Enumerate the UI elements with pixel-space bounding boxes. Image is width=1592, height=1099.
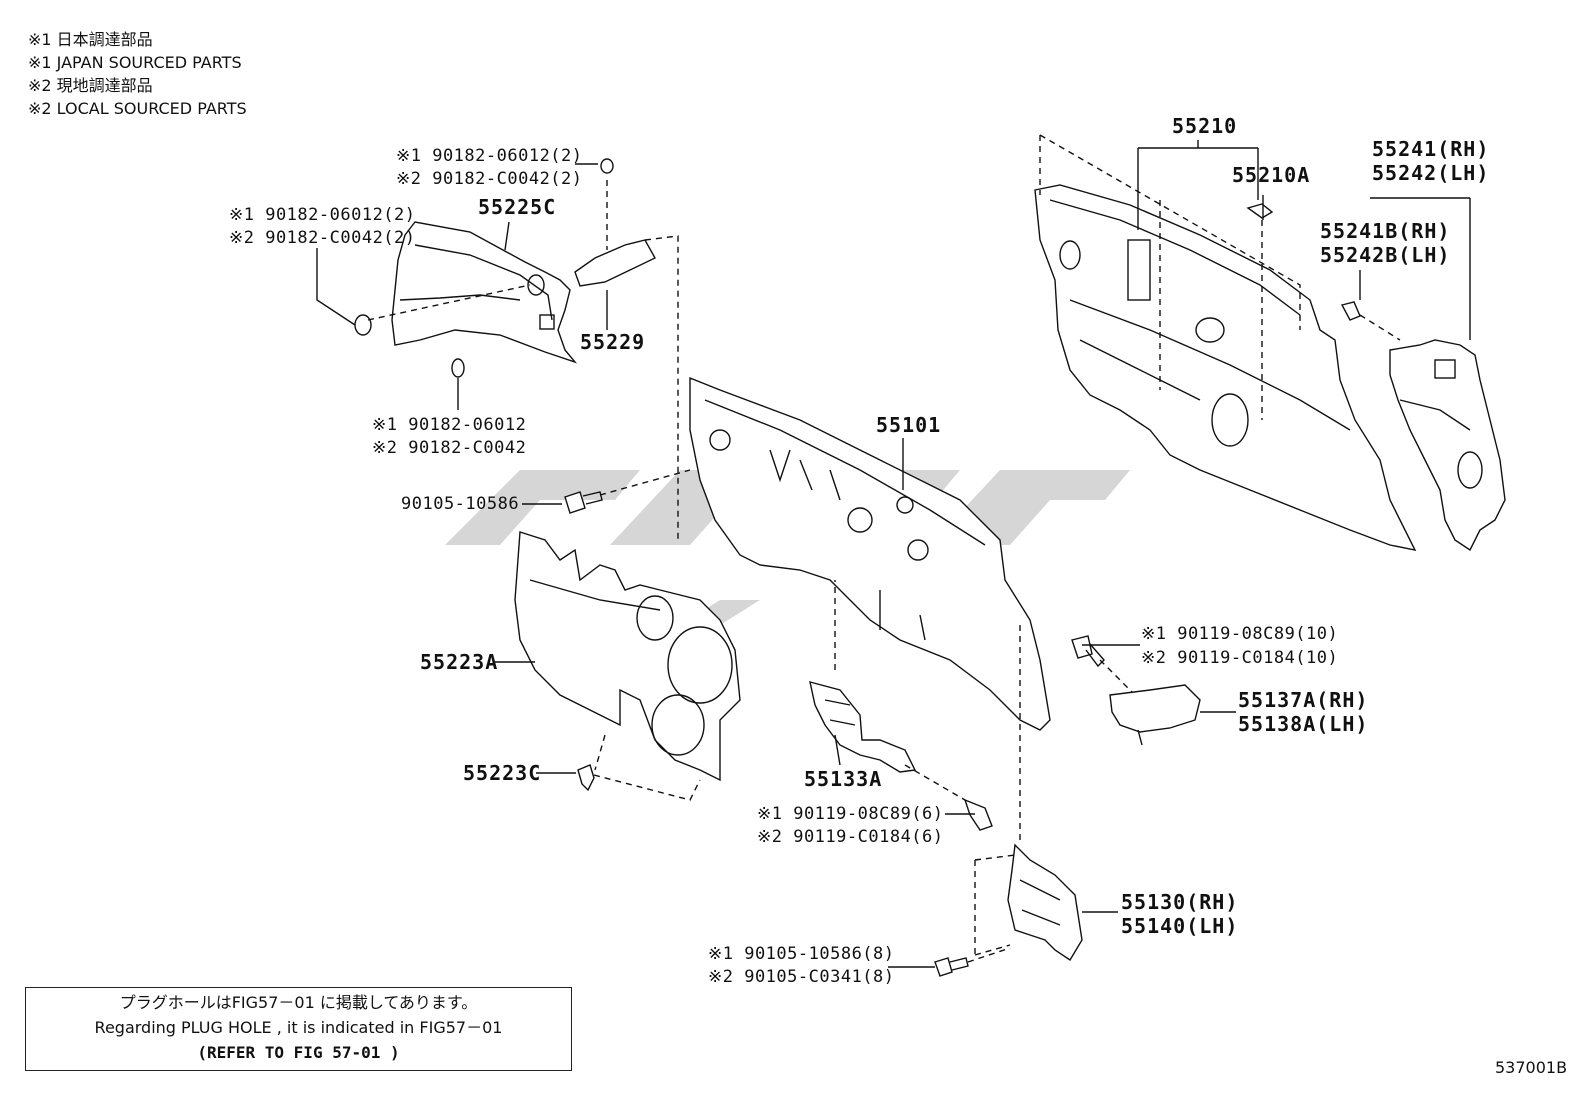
bolt-90119-10 (1071, 635, 1105, 668)
bolt-90105-8 (934, 957, 969, 977)
label-55223A: 55223A (420, 650, 499, 674)
part-55241 (1389, 339, 1506, 552)
label-90182-2: ※2 90182-C0042 (372, 438, 527, 458)
label-55241: 55241(RH) (1372, 137, 1490, 161)
label-90105-8-2: ※2 90105-C0341(8) (708, 967, 895, 987)
label-90105-8-1: ※1 90105-10586(8) (708, 944, 895, 964)
label-90182-left-2: ※2 90182-C0042(2) (229, 228, 416, 248)
label-90182-1: ※1 90182-06012 (372, 415, 527, 435)
label-90182-top-1: ※1 90182-06012(2) (396, 146, 583, 166)
label-90119-10-1: ※1 90119-08C89(10) (1141, 624, 1339, 644)
legend: ※1 日本調達部品 ※1 JAPAN SOURCED PARTS ※2 現地調達… (28, 28, 247, 120)
part-55133A (809, 681, 917, 773)
bolt-90105-10586 (564, 491, 603, 514)
label-55137A: 55137A(RH) (1238, 688, 1369, 712)
label-55138A: 55138A(LH) (1238, 712, 1369, 736)
clip-55210A (1246, 203, 1274, 219)
label-55225C: 55225C (478, 195, 557, 219)
label-90182-left-1: ※1 90182-06012(2) (229, 205, 416, 225)
part-55130 (1007, 843, 1083, 961)
note-line-2: Regarding PLUG HOLE , it is indicated in… (94, 1018, 503, 1037)
clip-55223C (577, 764, 595, 792)
legend-line-2: ※1 JAPAN SOURCED PARTS (28, 53, 242, 72)
part-55137A (1109, 684, 1201, 733)
label-55133A: 55133A (804, 767, 883, 791)
figure-number: 537001B (1495, 1058, 1568, 1077)
label-55242B: 55242B(LH) (1320, 243, 1451, 267)
legend-line-3: ※2 現地調達部品 (28, 76, 153, 95)
label-55130: 55130(RH) (1121, 890, 1239, 914)
part-55223A (514, 531, 741, 782)
part-55225C (391, 221, 578, 364)
part-55210 (1034, 184, 1417, 551)
clip-90182-top (600, 158, 614, 174)
label-55229: 55229 (580, 330, 646, 354)
bolt-90119-6 (963, 798, 993, 831)
legend-line-4: ※2 LOCAL SOURCED PARTS (28, 99, 247, 118)
label-90105-10586: 90105-10586 (401, 494, 520, 514)
note-line-3: (REFER TO FIG 57-01 ) (197, 1043, 400, 1062)
note-line-1: プラグホールはFIG57－01 に掲載してあります。 (119, 993, 478, 1012)
part-55229 (574, 239, 656, 287)
clip-90182-bottom (451, 358, 465, 378)
label-90182-top-2: ※2 90182-C0042(2) (396, 169, 583, 189)
clip-90182-left (354, 314, 372, 336)
legend-line-1: ※1 日本調達部品 (28, 30, 153, 49)
label-55223C: 55223C (463, 761, 542, 785)
part-55101 (689, 376, 1051, 731)
label-90119-6-1: ※1 90119-08C89(6) (757, 804, 944, 824)
bolt-55241B (1340, 301, 1361, 321)
label-90119-10-2: ※2 90119-C0184(10) (1141, 648, 1339, 668)
label-90119-6-2: ※2 90119-C0184(6) (757, 827, 944, 847)
label-55242: 55242(LH) (1372, 161, 1490, 185)
label-55210: 55210 (1172, 114, 1238, 138)
label-55210A: 55210A (1232, 163, 1311, 187)
label-55140: 55140(LH) (1121, 914, 1239, 938)
plug-hole-note: プラグホールはFIG57－01 に掲載してあります。 Regarding PLU… (25, 987, 572, 1071)
label-55101: 55101 (876, 413, 942, 437)
label-55241B: 55241B(RH) (1320, 219, 1451, 243)
